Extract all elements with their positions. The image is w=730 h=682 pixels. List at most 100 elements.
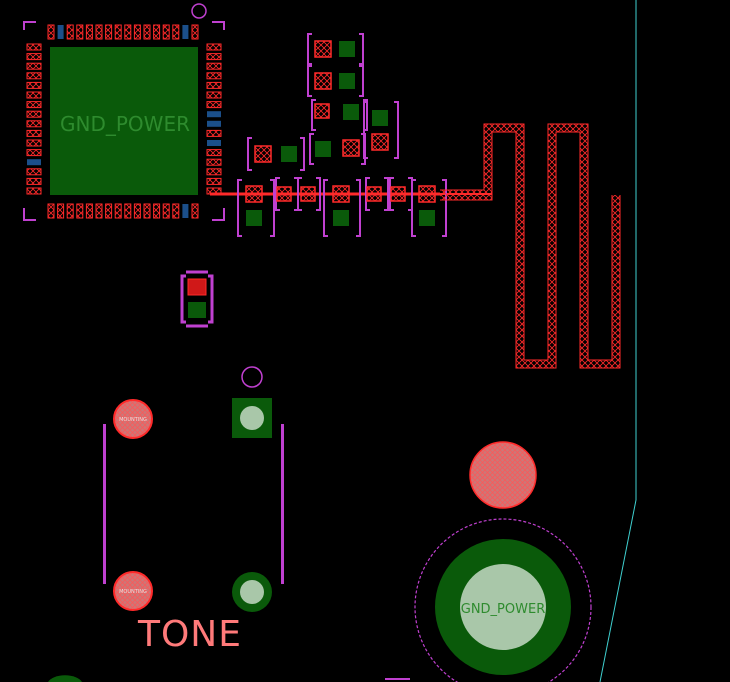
module-pad: [47, 24, 55, 40]
module-pad: [153, 24, 161, 40]
smd-ground-pad: [333, 210, 349, 226]
board-outline: [599, 0, 637, 682]
module-pad: [26, 91, 42, 99]
part-courtyard: [237, 179, 275, 237]
module-pad: [26, 53, 42, 61]
pot-mount-pad-bottom: [113, 571, 153, 611]
module-pad: [207, 140, 221, 146]
led-pad-anode: [187, 278, 207, 296]
module-pad: [162, 203, 170, 219]
module-pad: [26, 43, 42, 51]
module-pad: [191, 24, 199, 40]
module-pad: [26, 81, 42, 89]
smd-pad: [342, 139, 360, 157]
module-pad: [206, 43, 222, 51]
module-pad: [57, 25, 64, 39]
part-courtyard: [309, 133, 366, 165]
part-courtyard: [323, 179, 361, 237]
pot-fiducial: [241, 366, 263, 388]
module-pad: [162, 24, 170, 40]
part-courtyard: [307, 33, 364, 65]
smd-pad: [314, 40, 332, 58]
module-pad: [172, 24, 180, 40]
module-pad: [207, 120, 221, 127]
module-ground-pad: [50, 47, 198, 195]
module-pad: [207, 111, 221, 118]
module-pad: [26, 149, 42, 157]
pad-bottom-label: MOUNTING: [119, 589, 147, 595]
jack-drill: [460, 564, 546, 650]
part-courtyard: [307, 65, 364, 97]
module-pad: [206, 101, 222, 109]
module-pad: [66, 24, 74, 40]
smd-pad: [245, 185, 263, 203]
led-footprint[interactable]: [180, 270, 214, 328]
jack-mount-pad: [469, 441, 537, 509]
jack-courtyard: [414, 518, 592, 682]
module-pad: [26, 187, 42, 195]
rf-module-footprint[interactable]: GND_POWER: [23, 3, 225, 221]
part-courtyard: [297, 177, 321, 211]
pot-pin-2-drill: [240, 580, 264, 604]
module-pad: [66, 203, 74, 219]
module-pad: [85, 24, 93, 40]
fiducial-marker: [191, 3, 207, 19]
part-courtyard: [411, 179, 447, 237]
module-pad: [85, 203, 93, 219]
module-pad: [26, 168, 42, 176]
module-pad: [206, 149, 222, 157]
module-pad: [26, 101, 42, 109]
module-pad: [206, 129, 222, 137]
module-pad: [191, 203, 199, 219]
pad-top-label: MOUNTING: [119, 417, 147, 423]
smd-pad: [254, 145, 272, 163]
passive-components[interactable]: [237, 33, 447, 237]
module-pad: [27, 159, 41, 166]
module-pad: [206, 81, 222, 89]
module-pad: [206, 53, 222, 61]
module-pad: [26, 62, 42, 70]
smd-pad: [300, 186, 316, 202]
module-pad: [114, 24, 122, 40]
smd-ground-pad: [343, 104, 359, 120]
pot-pin-1-drill: [240, 406, 264, 430]
module-pad: [26, 177, 42, 185]
module-pad: [153, 203, 161, 219]
module-pad: [95, 24, 103, 40]
meander-antenna[interactable]: [440, 123, 621, 369]
tone-potentiometer[interactable]: MOUNTING MOUNTING TONE: [103, 366, 284, 655]
module-pad: [206, 91, 222, 99]
module-pad: [133, 203, 141, 219]
round-jack[interactable]: GND_POWER: [385, 441, 592, 682]
part-courtyard: [365, 177, 389, 211]
module-pad: [124, 24, 132, 40]
smd-pad: [276, 186, 292, 202]
smd-pad: [314, 72, 332, 90]
module-pad: [133, 24, 141, 40]
part-courtyard: [247, 137, 305, 171]
smd-ground-pad: [315, 141, 331, 157]
module-pad: [26, 72, 42, 80]
smd-ground-pad: [372, 110, 388, 126]
smd-pad: [371, 133, 389, 151]
smd-ground-pad: [339, 73, 355, 89]
smd-ground-pad: [246, 210, 262, 226]
module-pad: [26, 120, 42, 128]
module-pad: [206, 158, 222, 166]
led-pad-cathode: [188, 302, 206, 318]
tone-silk-label: TONE: [137, 614, 242, 655]
module-pad: [143, 203, 151, 219]
module-pad: [206, 62, 222, 70]
module-pad: [26, 139, 42, 147]
smd-pad: [418, 185, 436, 203]
edge-pad-partial: [48, 675, 82, 682]
pot-mount-pad-top: [113, 399, 153, 439]
module-pads: [26, 24, 222, 219]
module-pad: [114, 203, 122, 219]
module-pad: [182, 25, 189, 39]
module-pad: [26, 129, 42, 137]
module-pad: [143, 24, 151, 40]
smd-pad: [332, 185, 350, 203]
module-pad: [76, 24, 84, 40]
